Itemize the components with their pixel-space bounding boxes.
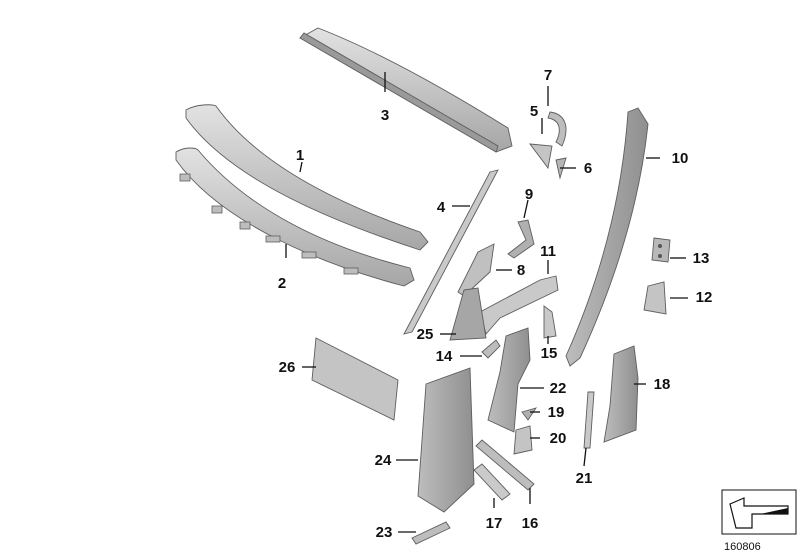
part-23-clip <box>411 521 451 545</box>
label-2: 2 <box>278 275 286 292</box>
part-13-bracket <box>651 237 671 263</box>
part-labels: 1 2 3 4 5 6 7 8 9 10 11 12 13 14 15 16 1… <box>278 67 713 541</box>
label-25: 25 <box>417 326 434 343</box>
part-14-cover <box>481 339 501 359</box>
label-1: 1 <box>296 147 304 164</box>
part-5-cover <box>529 143 553 170</box>
label-8: 8 <box>517 262 525 279</box>
label-6: 6 <box>584 160 592 177</box>
label-26: 26 <box>279 359 296 376</box>
orientation-icon <box>721 489 797 535</box>
part-12-bracket <box>643 281 667 315</box>
part-1-header-panel <box>185 104 429 251</box>
part-26-panel <box>311 337 399 421</box>
part-21-strip <box>583 391 595 449</box>
label-3: 3 <box>381 107 389 124</box>
part-15-bracket <box>543 305 557 339</box>
label-15: 15 <box>541 345 558 362</box>
part-22-pillar-lower <box>487 327 531 433</box>
label-5: 5 <box>530 103 538 120</box>
part-16-sill-strip <box>475 439 535 491</box>
label-18: 18 <box>654 376 671 393</box>
part-10-a-pillar-trim <box>565 107 649 367</box>
label-20: 20 <box>550 430 567 447</box>
part-2-lower-header <box>175 147 415 287</box>
part-18-side-panel <box>603 345 639 443</box>
part-17-sill-strip <box>473 463 511 501</box>
label-13: 13 <box>693 250 710 267</box>
part-11-bracket <box>479 275 559 335</box>
part-9-bracket <box>507 219 535 259</box>
label-11: 11 <box>540 243 556 260</box>
part-20-bracket <box>513 425 533 455</box>
label-22: 22 <box>550 380 567 397</box>
part-25-trim <box>449 287 487 341</box>
diagram-reference-number: 160806 <box>724 541 761 553</box>
label-19: 19 <box>548 404 565 421</box>
leader-lines <box>285 72 688 533</box>
label-21: 21 <box>576 470 593 487</box>
label-10: 10 <box>672 150 689 167</box>
label-17: 17 <box>486 515 503 532</box>
part-19-cover <box>521 407 538 421</box>
label-23: 23 <box>376 524 393 541</box>
part-4-trim-strip <box>403 169 499 335</box>
part-8-cover <box>457 243 495 297</box>
part-3-roof-frame <box>299 27 513 153</box>
label-4: 4 <box>437 199 446 216</box>
label-24: 24 <box>375 452 392 469</box>
part-24-pillar-trim <box>417 367 475 513</box>
label-14: 14 <box>436 348 453 365</box>
label-12: 12 <box>696 289 713 306</box>
label-9: 9 <box>525 186 533 203</box>
part-7-curved-trim <box>547 111 567 147</box>
label-7: 7 <box>544 67 552 84</box>
label-16: 16 <box>522 515 539 532</box>
